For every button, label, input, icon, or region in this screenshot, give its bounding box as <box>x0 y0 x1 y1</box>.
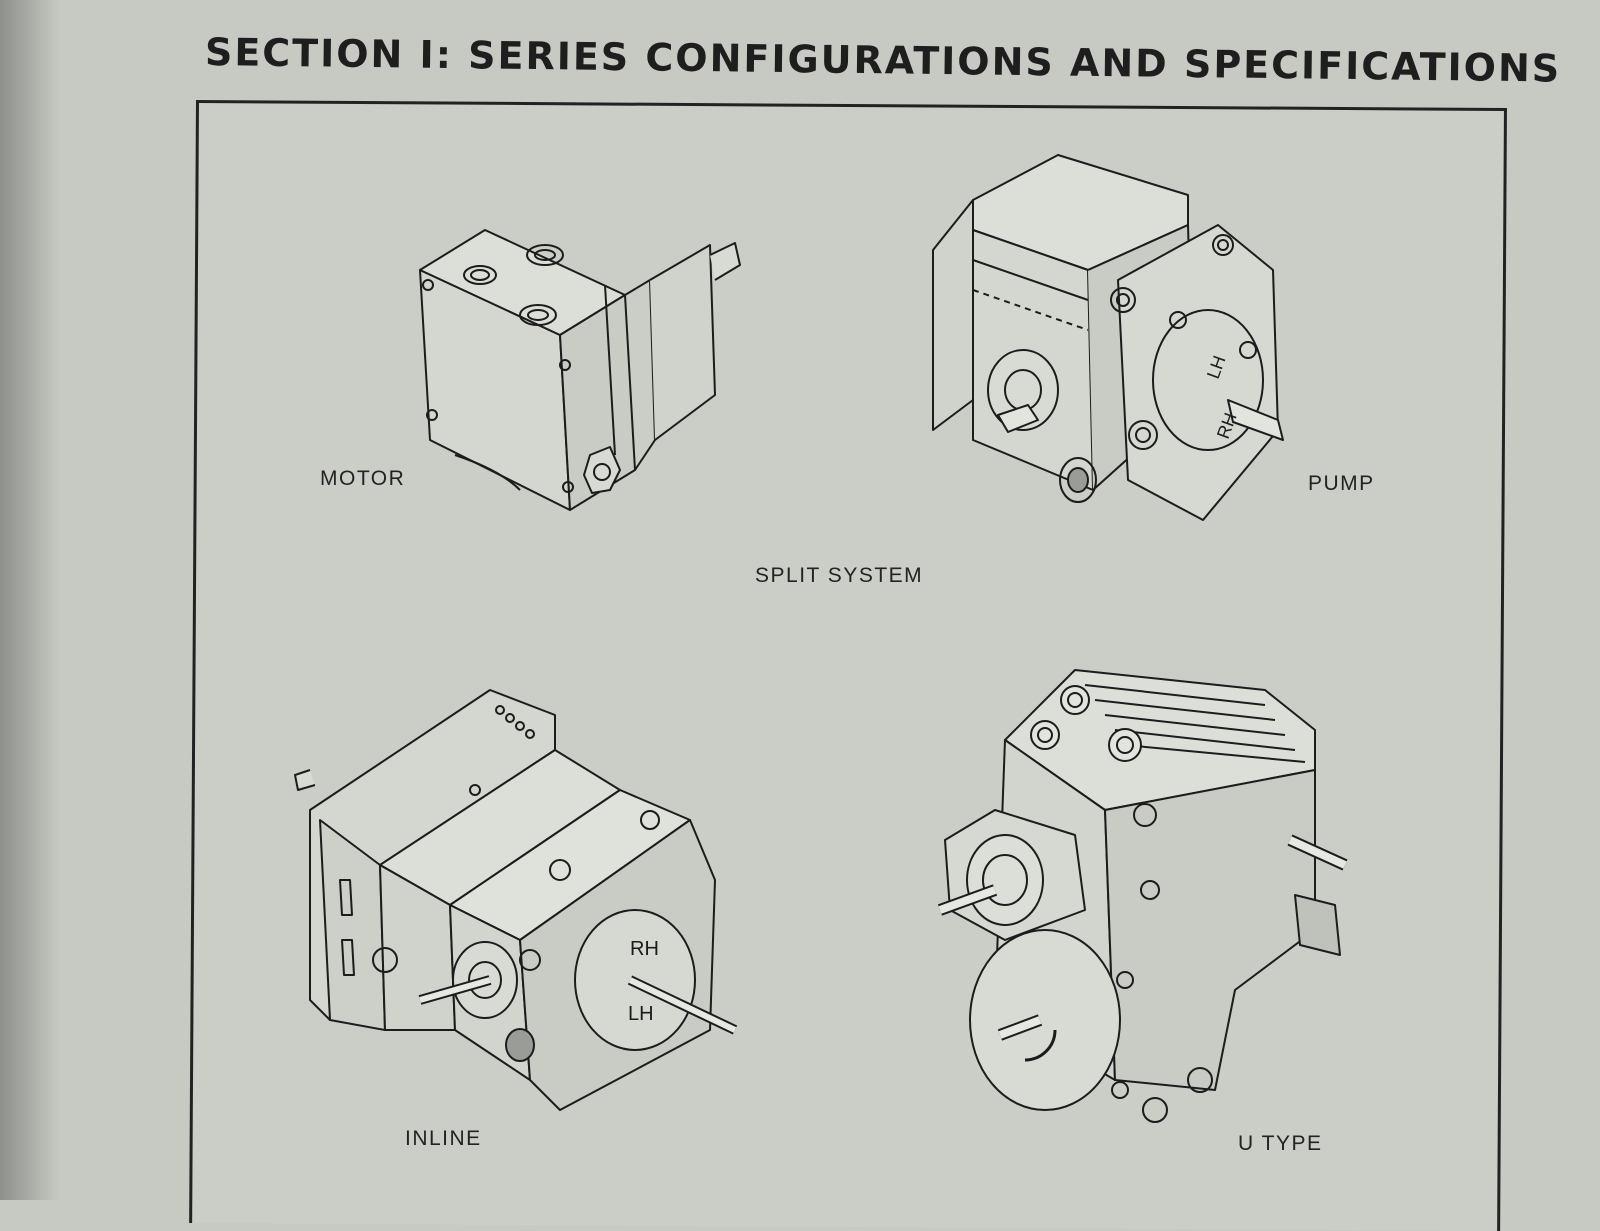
split-system-label: SPLIT SYSTEM <box>755 564 924 587</box>
motor-label: MOTOR <box>320 467 406 490</box>
inline-label: INLINE <box>405 1127 482 1150</box>
motor-drawing <box>410 225 750 525</box>
page-edge-shadow <box>0 0 60 1200</box>
inline-drawing: RH LH <box>290 690 760 1120</box>
u-type-label: U TYPE <box>1238 1132 1323 1155</box>
u-type-drawing <box>935 650 1375 1150</box>
inline-rh-mark: RH <box>630 938 659 960</box>
page-title: SECTION I: SERIES CONFIGURATIONS AND SPE… <box>204 30 1562 91</box>
pump-label: PUMP <box>1308 472 1375 495</box>
pump-drawing: LH RH <box>928 150 1308 530</box>
inline-lh-mark: LH <box>628 1003 654 1025</box>
